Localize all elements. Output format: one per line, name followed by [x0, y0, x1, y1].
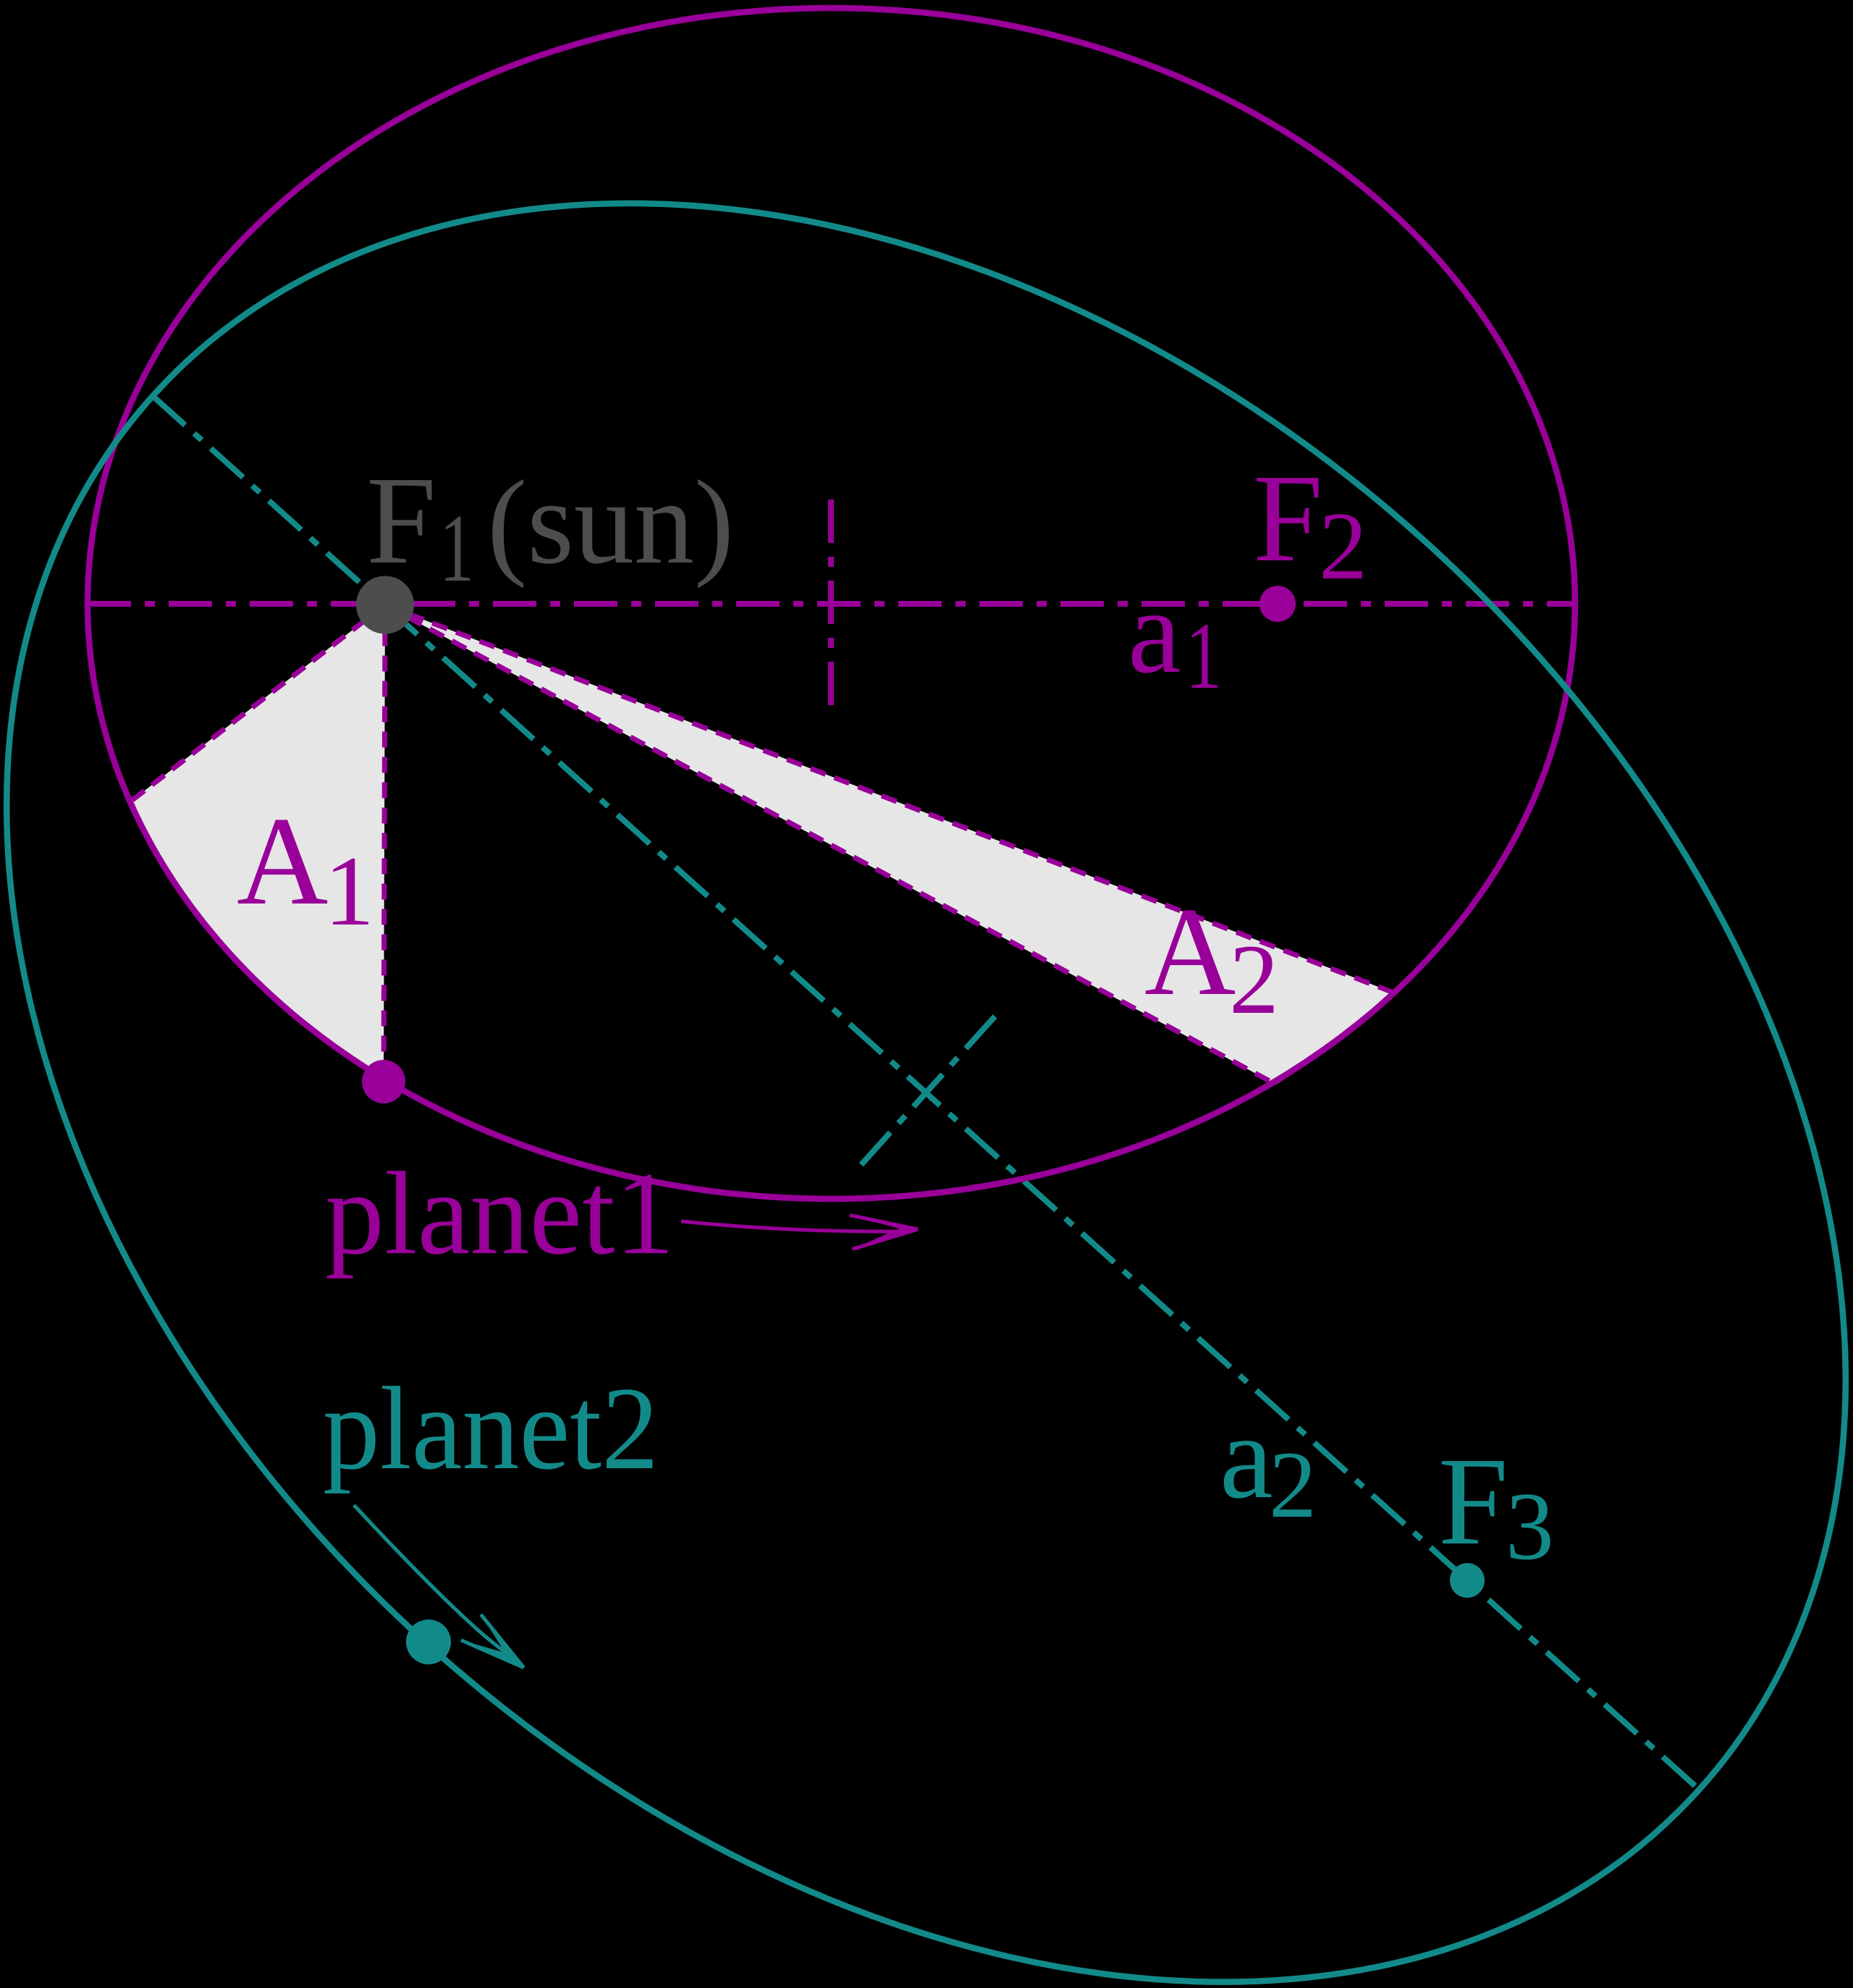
svg-text:1: 1 — [1186, 602, 1222, 709]
svg-text:2: 2 — [1269, 1431, 1317, 1538]
svg-text:2: 2 — [1319, 492, 1367, 599]
svg-text:1: 1 — [324, 835, 374, 946]
svg-text:planet1: planet1 — [325, 1148, 675, 1279]
svg-text:A: A — [237, 791, 328, 931]
svg-text:2: 2 — [1229, 924, 1279, 1035]
svg-text:a: a — [1128, 565, 1181, 698]
svg-text:F: F — [366, 450, 436, 590]
svg-text:(sun): (sun) — [487, 455, 734, 589]
svg-text:a: a — [1220, 1390, 1273, 1523]
svg-text:1: 1 — [439, 494, 474, 602]
svg-text:3: 3 — [1506, 1473, 1554, 1580]
svg-text:F: F — [1253, 448, 1323, 588]
svg-text:A: A — [1144, 881, 1236, 1022]
svg-text:planet2: planet2 — [323, 1363, 659, 1494]
svg-text:F: F — [1438, 1431, 1508, 1571]
